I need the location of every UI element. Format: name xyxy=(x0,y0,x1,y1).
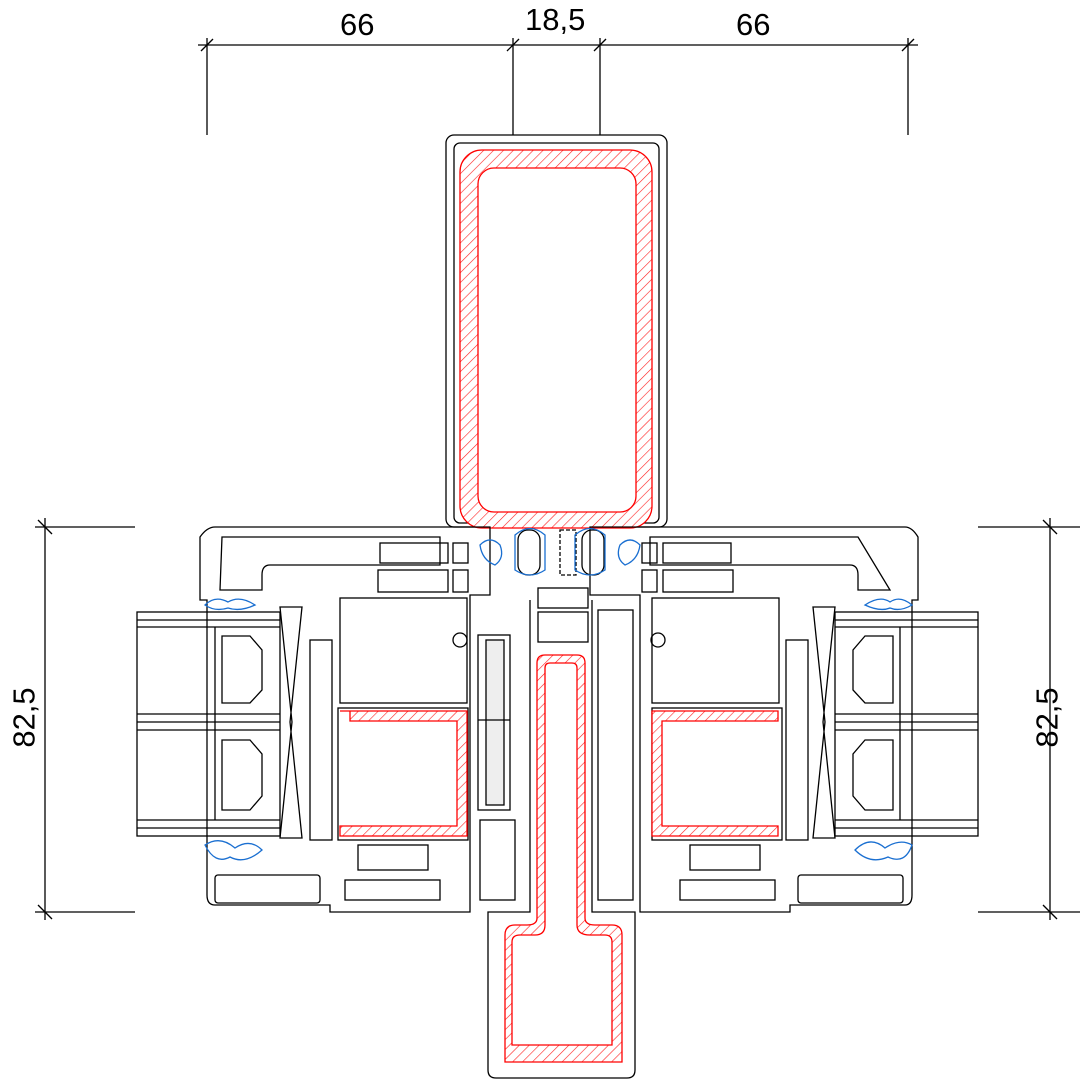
central-coupling xyxy=(517,529,605,643)
dimension-left-width: 66 xyxy=(340,7,375,42)
dimension-left-height: 82,5 xyxy=(6,687,42,748)
gasket-center xyxy=(514,527,606,576)
bottom-extension-profile xyxy=(487,600,636,1079)
top-dimension-line xyxy=(198,38,918,135)
left-frame-profile xyxy=(199,526,516,913)
left-dimension-line xyxy=(35,518,135,920)
gasket-left-top xyxy=(203,598,257,611)
left-glazing-unit xyxy=(136,606,303,839)
right-dimension-line xyxy=(978,518,1080,920)
right-steel-reinforcement xyxy=(651,710,779,837)
gasket-right-top xyxy=(863,598,914,611)
dimension-right-width: 66 xyxy=(736,7,771,42)
gasket-right-bottom xyxy=(854,841,913,861)
top-mullion-profile xyxy=(445,134,668,529)
right-frame-profile xyxy=(589,526,919,913)
dimension-right-height: 82,5 xyxy=(1029,687,1065,748)
gasket-center-left xyxy=(479,539,503,566)
gasket-left-bottom xyxy=(204,840,263,861)
right-glazing-unit xyxy=(812,606,979,839)
left-steel-reinforcement xyxy=(339,710,468,837)
gasket-center-right xyxy=(617,539,641,566)
dimension-center-width: 18,5 xyxy=(525,2,586,37)
